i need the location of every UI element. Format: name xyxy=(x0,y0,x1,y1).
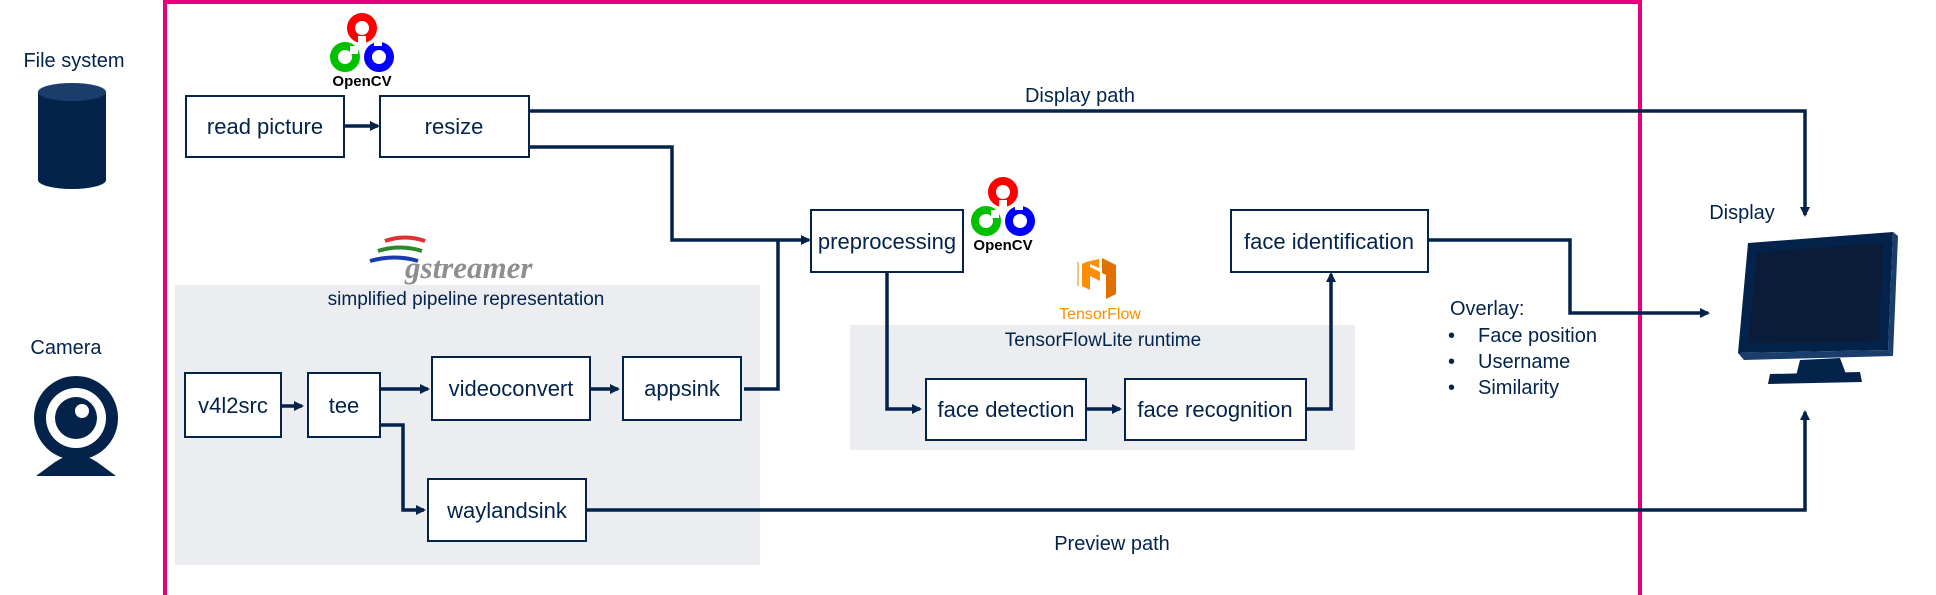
tee-box: tee xyxy=(307,372,381,438)
overlay-bullet: • xyxy=(1448,325,1455,347)
camera-label: Camera xyxy=(30,337,102,359)
display-path-label: Display path xyxy=(1025,85,1135,107)
opencv-logo-text: OpenCV xyxy=(332,73,391,90)
webcam-icon xyxy=(34,376,118,476)
overlay-item: Similarity xyxy=(1478,377,1559,399)
svg-text:face recognition: face recognition xyxy=(1137,397,1292,422)
gstreamer-caption: simplified pipeline representation xyxy=(328,289,605,310)
face-detection-box: face detection xyxy=(925,378,1087,441)
tensorflow-logo: TensorFlow xyxy=(1059,258,1141,323)
preview-path-label: Preview path xyxy=(1054,533,1170,555)
connector-recognition-to-identification xyxy=(1306,272,1336,411)
videoconvert-box: videoconvert xyxy=(431,356,591,421)
overlay-connector xyxy=(1428,238,1710,318)
database-icon xyxy=(38,83,106,189)
gstreamer-logo-text: gstreamer xyxy=(404,250,533,285)
tensorflow-logo-text: TensorFlow xyxy=(1059,306,1141,323)
display-label: Display xyxy=(1709,202,1775,224)
resize-box: resize xyxy=(379,95,530,158)
svg-text:videoconvert: videoconvert xyxy=(449,376,574,401)
connector-resize-to-preprocessing xyxy=(529,145,811,245)
connector-appsink-to-preprocessing xyxy=(744,240,780,391)
svg-text:read picture: read picture xyxy=(207,114,323,139)
overlay-list: • Face position • Username • Similarity xyxy=(1448,325,1597,399)
v4l2src-box: v4l2src xyxy=(184,372,282,438)
svg-text:v4l2src: v4l2src xyxy=(198,393,268,418)
overlay-bullet: • xyxy=(1448,377,1455,399)
face-recognition-box: face recognition xyxy=(1124,378,1307,441)
file-system-label: File system xyxy=(23,50,124,72)
overlay-title: Overlay: xyxy=(1450,298,1524,320)
svg-text:waylandsink: waylandsink xyxy=(446,498,568,523)
gstreamer-logo: gstreamer xyxy=(369,235,533,285)
opencv-logo-text: OpenCV xyxy=(973,237,1032,254)
connector-tee-to-waylandsink xyxy=(380,423,426,515)
appsink-box: appsink xyxy=(622,356,742,421)
svg-text:preprocessing: preprocessing xyxy=(818,229,956,254)
preview-path-connector xyxy=(586,410,1810,512)
tflite-caption: TensorFlowLite runtime xyxy=(1005,330,1201,351)
preprocessing-box: preprocessing xyxy=(810,209,964,273)
read-picture-box: read picture xyxy=(185,95,345,158)
svg-text:face identification: face identification xyxy=(1244,229,1414,254)
overlay-item: Face position xyxy=(1478,325,1597,347)
waylandsink-box: waylandsink xyxy=(427,478,587,542)
display-path-connector xyxy=(529,109,1810,217)
overlay-bullet: • xyxy=(1448,351,1455,373)
svg-text:face detection: face detection xyxy=(938,397,1075,422)
svg-text:tee: tee xyxy=(329,393,360,418)
connector-preprocessing-to-face-detection xyxy=(885,273,922,414)
monitor-icon xyxy=(1738,232,1898,384)
svg-text:resize: resize xyxy=(425,114,484,139)
opencv-logo: OpenCV xyxy=(971,177,1035,254)
overlay-item: Username xyxy=(1478,351,1570,373)
system-frame xyxy=(163,0,1642,595)
face-identification-box: face identification xyxy=(1230,209,1429,273)
opencv-logo: OpenCV xyxy=(330,13,394,90)
svg-text:appsink: appsink xyxy=(644,376,721,401)
